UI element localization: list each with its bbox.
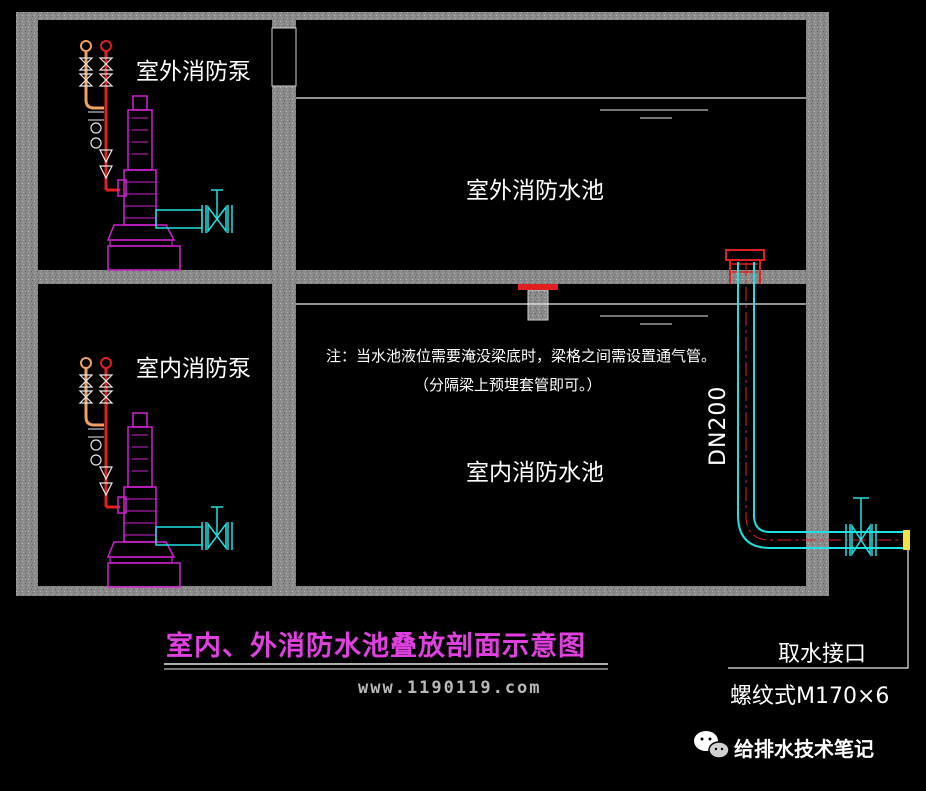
outdoor-pump-label: 室外消防泵	[136, 59, 251, 85]
intake-leader	[728, 550, 909, 669]
concrete-structure	[16, 12, 829, 596]
intake-label: 取水接口	[778, 642, 867, 667]
dn200-pipe	[737, 262, 905, 549]
gate-valve	[845, 497, 877, 557]
intake-thread-label: 螺纹式M170×6	[730, 684, 890, 709]
vent-sleeve	[518, 284, 558, 290]
pipe-size-label: DN200	[706, 385, 731, 466]
note-line-1: 注：当水池液位需要淹没梁底时，梁格之间需设置通气管。	[326, 347, 717, 365]
indoor-pump-label: 室内消防泵	[136, 356, 251, 382]
intake-connector	[903, 530, 910, 550]
wechat-icon	[694, 731, 730, 759]
outdoor-pool-label: 室外消防水池	[466, 178, 604, 204]
site-url: www.1190119.com	[358, 678, 542, 698]
diagram-title: 室内、外消防水池叠放剖面示意图	[166, 631, 586, 662]
title-underline	[164, 663, 608, 670]
note-line-2: （分隔梁上预埋套管即可。）	[414, 376, 602, 394]
indoor-pool-label: 室内消防水池	[466, 460, 604, 486]
watermark-text: 给排水技术笔记	[734, 737, 874, 761]
water-levels	[296, 97, 806, 325]
